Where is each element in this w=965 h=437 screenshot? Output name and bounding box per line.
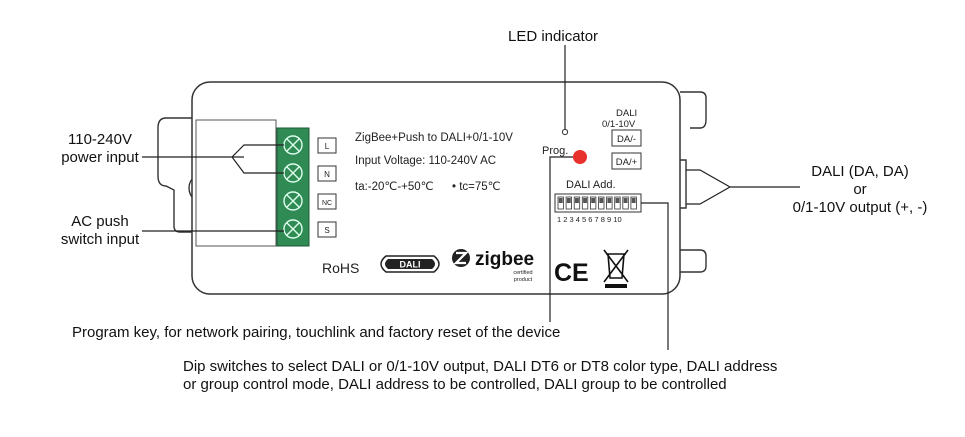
dip-switch-knob	[575, 198, 579, 203]
product-line-text: ZigBee+Push to DALI+0/1-10V	[355, 132, 513, 144]
dip-switch-numbers: 1 2 3 4 5 6 7 8 9 10	[557, 215, 622, 224]
input-terminal-cover	[195, 119, 277, 247]
right-output-notch	[680, 159, 687, 209]
left-mounting-ear	[157, 117, 192, 233]
input-voltage-text: Input Voltage: 110-240V AC	[355, 155, 496, 167]
ambient-temp-text: ta:-20℃-+50℃	[355, 181, 434, 193]
dip-switch-knob	[583, 198, 587, 203]
led-indicator-callout: LED indicator	[508, 28, 599, 45]
dip-switch-levers	[557, 196, 637, 210]
power-input-callout-line1: 110-240V	[68, 131, 132, 148]
weee-bin-icon	[603, 249, 629, 288]
right-mounting-ear	[680, 91, 707, 129]
dip-switch-knob	[607, 198, 612, 203]
power-input-callout-line2: power input	[61, 149, 139, 166]
zigbee-logo-icon	[452, 249, 470, 267]
dip-switch-knob	[558, 198, 563, 203]
rohs-mark: RoHS	[322, 260, 359, 276]
dali-output-callout-line2: or	[853, 181, 867, 198]
terminal-n-label: N	[324, 170, 330, 179]
terminal-l-label: L	[325, 142, 330, 151]
right-mounting-ear-lower	[680, 249, 707, 273]
dip-switch-callout-line2: or group control mode, DALI address to b…	[183, 376, 727, 393]
prog-label: Prog.	[542, 145, 568, 157]
push-input-callout-line1: AC push	[71, 213, 129, 230]
zigbee-product-text: product	[514, 277, 533, 283]
zigbee-wordmark: zigbee	[475, 249, 534, 270]
dali-output-callout-line1: DALI (DA, DA)	[811, 163, 909, 180]
case-temp-text: • tc=75℃	[452, 181, 501, 193]
program-key-button	[573, 150, 587, 164]
screw-terminal-icon	[283, 135, 303, 239]
dip-switch-knob	[623, 198, 628, 203]
dali-logo-icon: DALI	[380, 255, 440, 273]
dip-switch-knob	[631, 198, 636, 203]
device-housing	[191, 81, 681, 295]
dip-switch-knob	[599, 198, 604, 203]
output-terminal-2-label: DA/+	[616, 157, 638, 168]
ce-mark-icon: CE	[554, 259, 589, 287]
dip-switch-knob	[615, 198, 620, 203]
terminal-s-label: S	[324, 226, 329, 235]
led-indicator-icon	[561, 128, 569, 136]
terminal-label-boxes	[317, 137, 337, 238]
zigbee-certified-text: certified	[513, 270, 532, 276]
output-terminal-box-2	[611, 152, 642, 170]
dip-switch-callout-line1: Dip switches to select DALI or 0/1-10V o…	[183, 358, 778, 375]
output-header-dali: DALI	[616, 108, 637, 119]
output-terminal-1-label: DA/-	[617, 134, 636, 145]
push-input-callout-line2: switch input	[60, 231, 140, 248]
callout-leader-lines	[142, 45, 800, 350]
dali-address-label: DALI Add.	[566, 179, 616, 191]
dip-switch-knob	[566, 198, 571, 203]
program-key-callout: Program key, for network pairing, touchl…	[72, 324, 561, 341]
dali-output-callout-line3: 0/1-10V output (+, -)	[792, 199, 928, 216]
terminal-nc-label: NC	[322, 200, 332, 207]
dip-switch-knob	[591, 198, 596, 203]
dali-logo-text: DALI	[400, 260, 421, 270]
output-header-voltage: 0/1-10V	[602, 119, 636, 130]
output-terminal-box-1	[611, 129, 642, 147]
